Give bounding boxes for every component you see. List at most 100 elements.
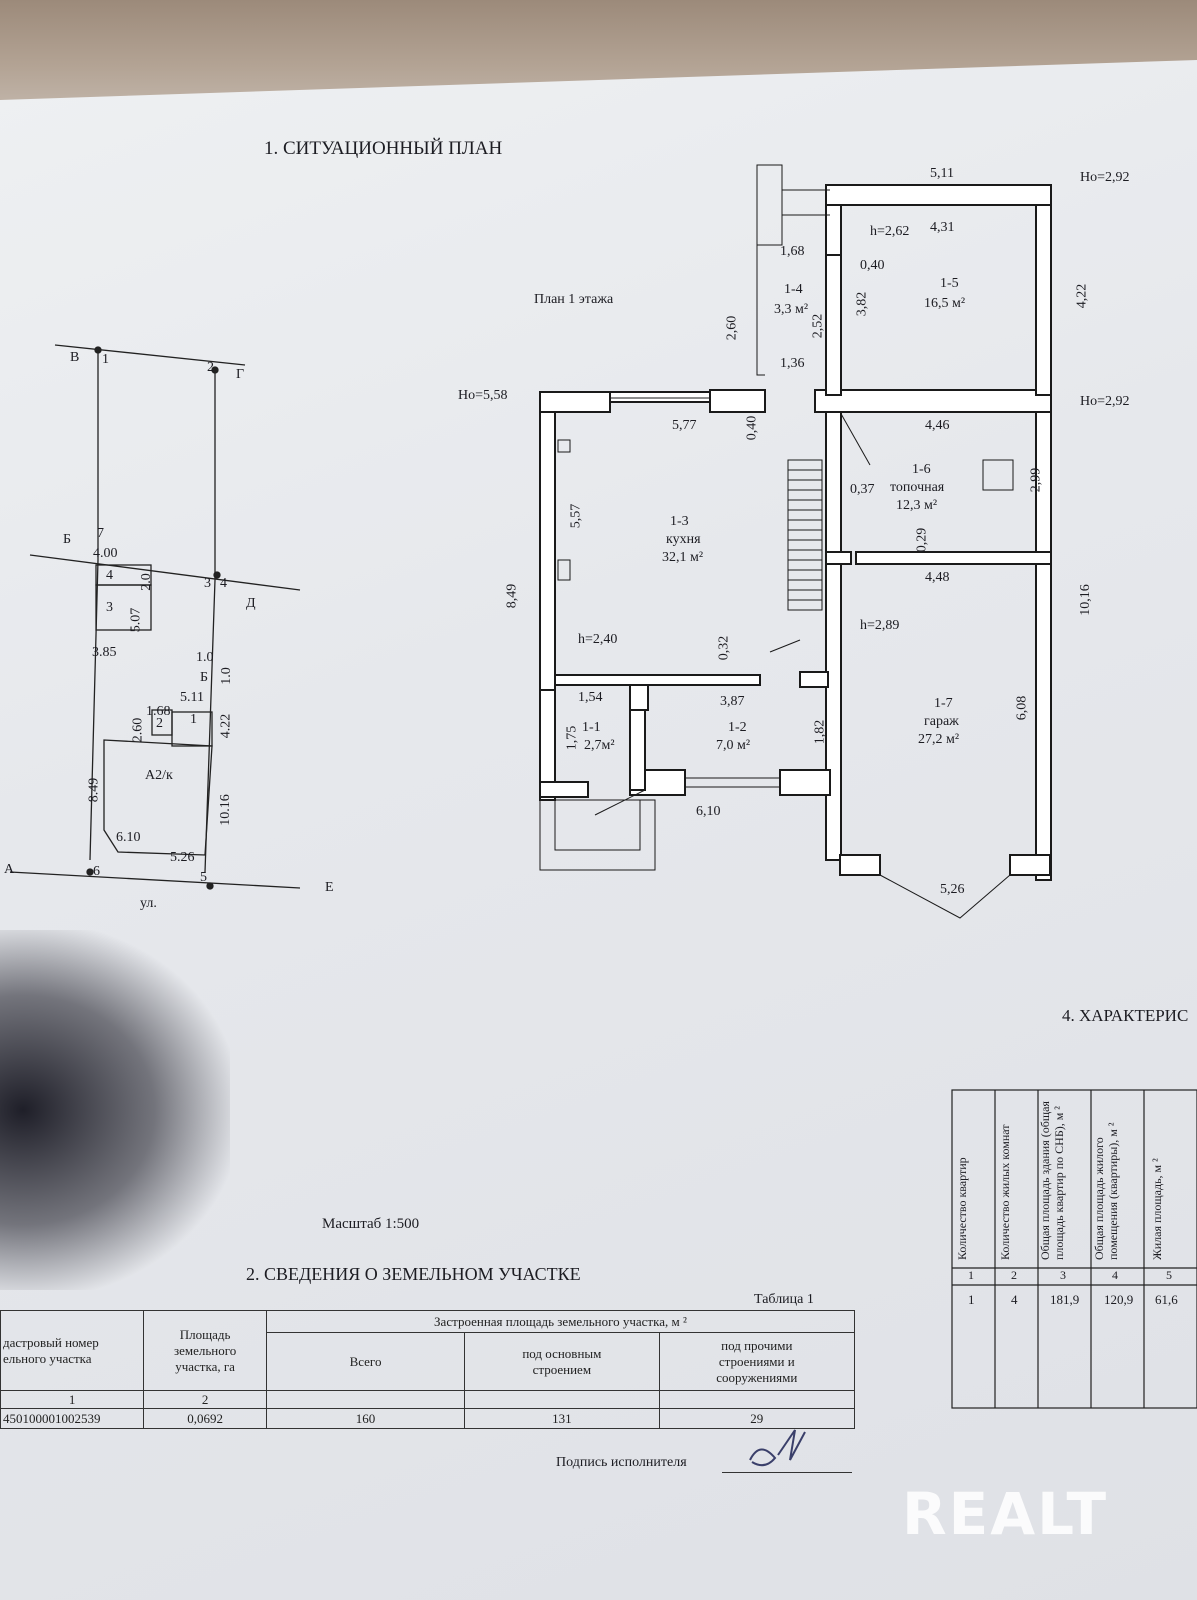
site-dim: 6.10: [116, 830, 141, 845]
corner-letter: Г: [236, 367, 245, 382]
table4-cell: 4: [1011, 1292, 1018, 1307]
site-dim: 1.68: [146, 704, 171, 719]
corner-letter: Д: [246, 596, 256, 611]
point-label: 6: [93, 864, 100, 879]
site-dim: 5.07: [128, 607, 144, 633]
dim: 1,82: [812, 719, 828, 745]
dim: 2,60: [724, 315, 740, 341]
site-dim: 2.60: [130, 717, 146, 743]
room-id: 1-3: [670, 514, 689, 529]
dim: 0,29: [914, 527, 930, 553]
dim: 0,40: [860, 258, 885, 273]
dim: 6,08: [1014, 695, 1030, 721]
header-main: под основным строением: [464, 1332, 660, 1391]
room-area: 27,2 м²: [918, 732, 960, 747]
site-dim: 5.11: [180, 690, 204, 705]
scale-label: Масштаб 1:500: [322, 1216, 420, 1232]
header-total: Всего: [265, 1332, 466, 1391]
point-label: 1: [102, 352, 109, 367]
col-number: 2: [143, 1390, 267, 1409]
elevation-label: Hо=2,92: [1080, 170, 1130, 185]
height-label: h=2,62: [870, 224, 910, 239]
dim: 5,11: [930, 166, 954, 181]
photo-shadow: [0, 930, 230, 1290]
dim: 0,32: [716, 635, 732, 661]
height-label: h=2,89: [860, 618, 900, 633]
table4-colnum: 1: [968, 1268, 974, 1282]
site-dim: 1.0: [196, 650, 214, 665]
elevation-label: Hо=2,92: [1080, 394, 1130, 409]
dim: 2,52: [810, 313, 826, 339]
dim: 5,57: [568, 503, 584, 529]
dim: 4,22: [1074, 283, 1090, 309]
room-id: 1-1: [582, 720, 601, 735]
header-cadastral: дастровый номер ельного участка: [0, 1310, 145, 1391]
table-label: Таблица 1: [754, 1292, 814, 1307]
realt-watermark-logo: REALT: [902, 1480, 1109, 1548]
dim: 4,31: [930, 220, 955, 235]
dim: 1,54: [578, 690, 603, 705]
site-dim: 5.26: [170, 850, 195, 865]
room-name: кухня: [666, 532, 701, 547]
room-area: 7,0 м²: [716, 738, 751, 753]
dim: 5,77: [672, 418, 697, 433]
cell-main: 131: [464, 1408, 660, 1429]
dim: 3,87: [720, 694, 745, 709]
site-dim: 4.00: [93, 546, 118, 561]
table4-cell: 120,9: [1104, 1292, 1134, 1307]
point-label: 2: [207, 360, 214, 375]
room-id: 1-6: [912, 462, 931, 477]
table4-colnum: 3: [1060, 1268, 1066, 1282]
dim: 10,16: [1077, 584, 1093, 616]
building-label: Б: [200, 670, 209, 685]
site-dim: 4.22: [218, 713, 234, 739]
signature-label: Подпись исполнителя: [556, 1455, 687, 1470]
room-area: 12,3 м²: [896, 498, 938, 513]
building-label: 4: [106, 568, 113, 583]
dim: 3,82: [854, 291, 870, 317]
site-dim: 2.0: [138, 573, 154, 591]
signature-scribble: [749, 1429, 806, 1467]
corner-letter: В: [70, 350, 80, 365]
building-label: 2: [156, 716, 163, 731]
table4-header: Общая площадь жилого помещения (квартиры…: [1092, 1122, 1120, 1260]
room-area: 32,1 м²: [662, 550, 704, 565]
room-area: 16,5 м²: [924, 296, 966, 311]
table4-colnum: 4: [1112, 1268, 1118, 1282]
room-name: топочная: [890, 480, 945, 495]
room-id: 1-4: [784, 282, 803, 297]
dim: 1,68: [780, 244, 805, 259]
street-label: ул.: [140, 896, 157, 911]
room-id: 1-7: [934, 696, 953, 711]
building-label: А2/к: [145, 768, 173, 783]
dim: 4,46: [925, 418, 950, 433]
room-name: гараж: [924, 714, 959, 729]
site-dim: 3.85: [92, 645, 117, 660]
cell-cadastral: 450100001002539: [0, 1408, 145, 1429]
dim: 5,26: [940, 882, 965, 897]
land-table: дастровый номер ельного участка Площадь …: [0, 1310, 856, 1429]
table4-cell: 181,9: [1050, 1292, 1080, 1307]
section-2-title: 2. СВЕДЕНИЯ О ЗЕМЕЛЬНОМ УЧАСТКЕ: [246, 1264, 581, 1284]
table4-colnum: 2: [1011, 1268, 1017, 1282]
table-4-grid: [951, 1089, 1197, 1409]
site-dim: 8.49: [86, 777, 102, 803]
dim: 0,37: [850, 482, 875, 497]
dim: 8,49: [504, 583, 520, 609]
section-1-title: 1. СИТУАЦИОННЫЙ ПЛАН: [264, 138, 503, 159]
table4-header: Количество жилых комнат: [998, 1124, 1012, 1260]
height-label: h=2,40: [578, 632, 618, 647]
dim: 0,40: [744, 415, 760, 441]
header-area: Площадь земельного участка, га: [143, 1310, 267, 1391]
dim: 6,10: [696, 804, 721, 819]
table4-colnum: 5: [1166, 1268, 1172, 1282]
table4-header: Жилая площадь, м ²: [1150, 1158, 1164, 1260]
table4-header: Количество квартир: [955, 1157, 969, 1260]
table4-cell: 1: [968, 1292, 975, 1307]
point-label: 7: [97, 526, 104, 541]
floor-plan-drawing: [539, 164, 1052, 919]
corner-letter: Е: [325, 880, 334, 895]
dim: 4,48: [925, 570, 950, 585]
col-number: 1: [0, 1390, 145, 1409]
